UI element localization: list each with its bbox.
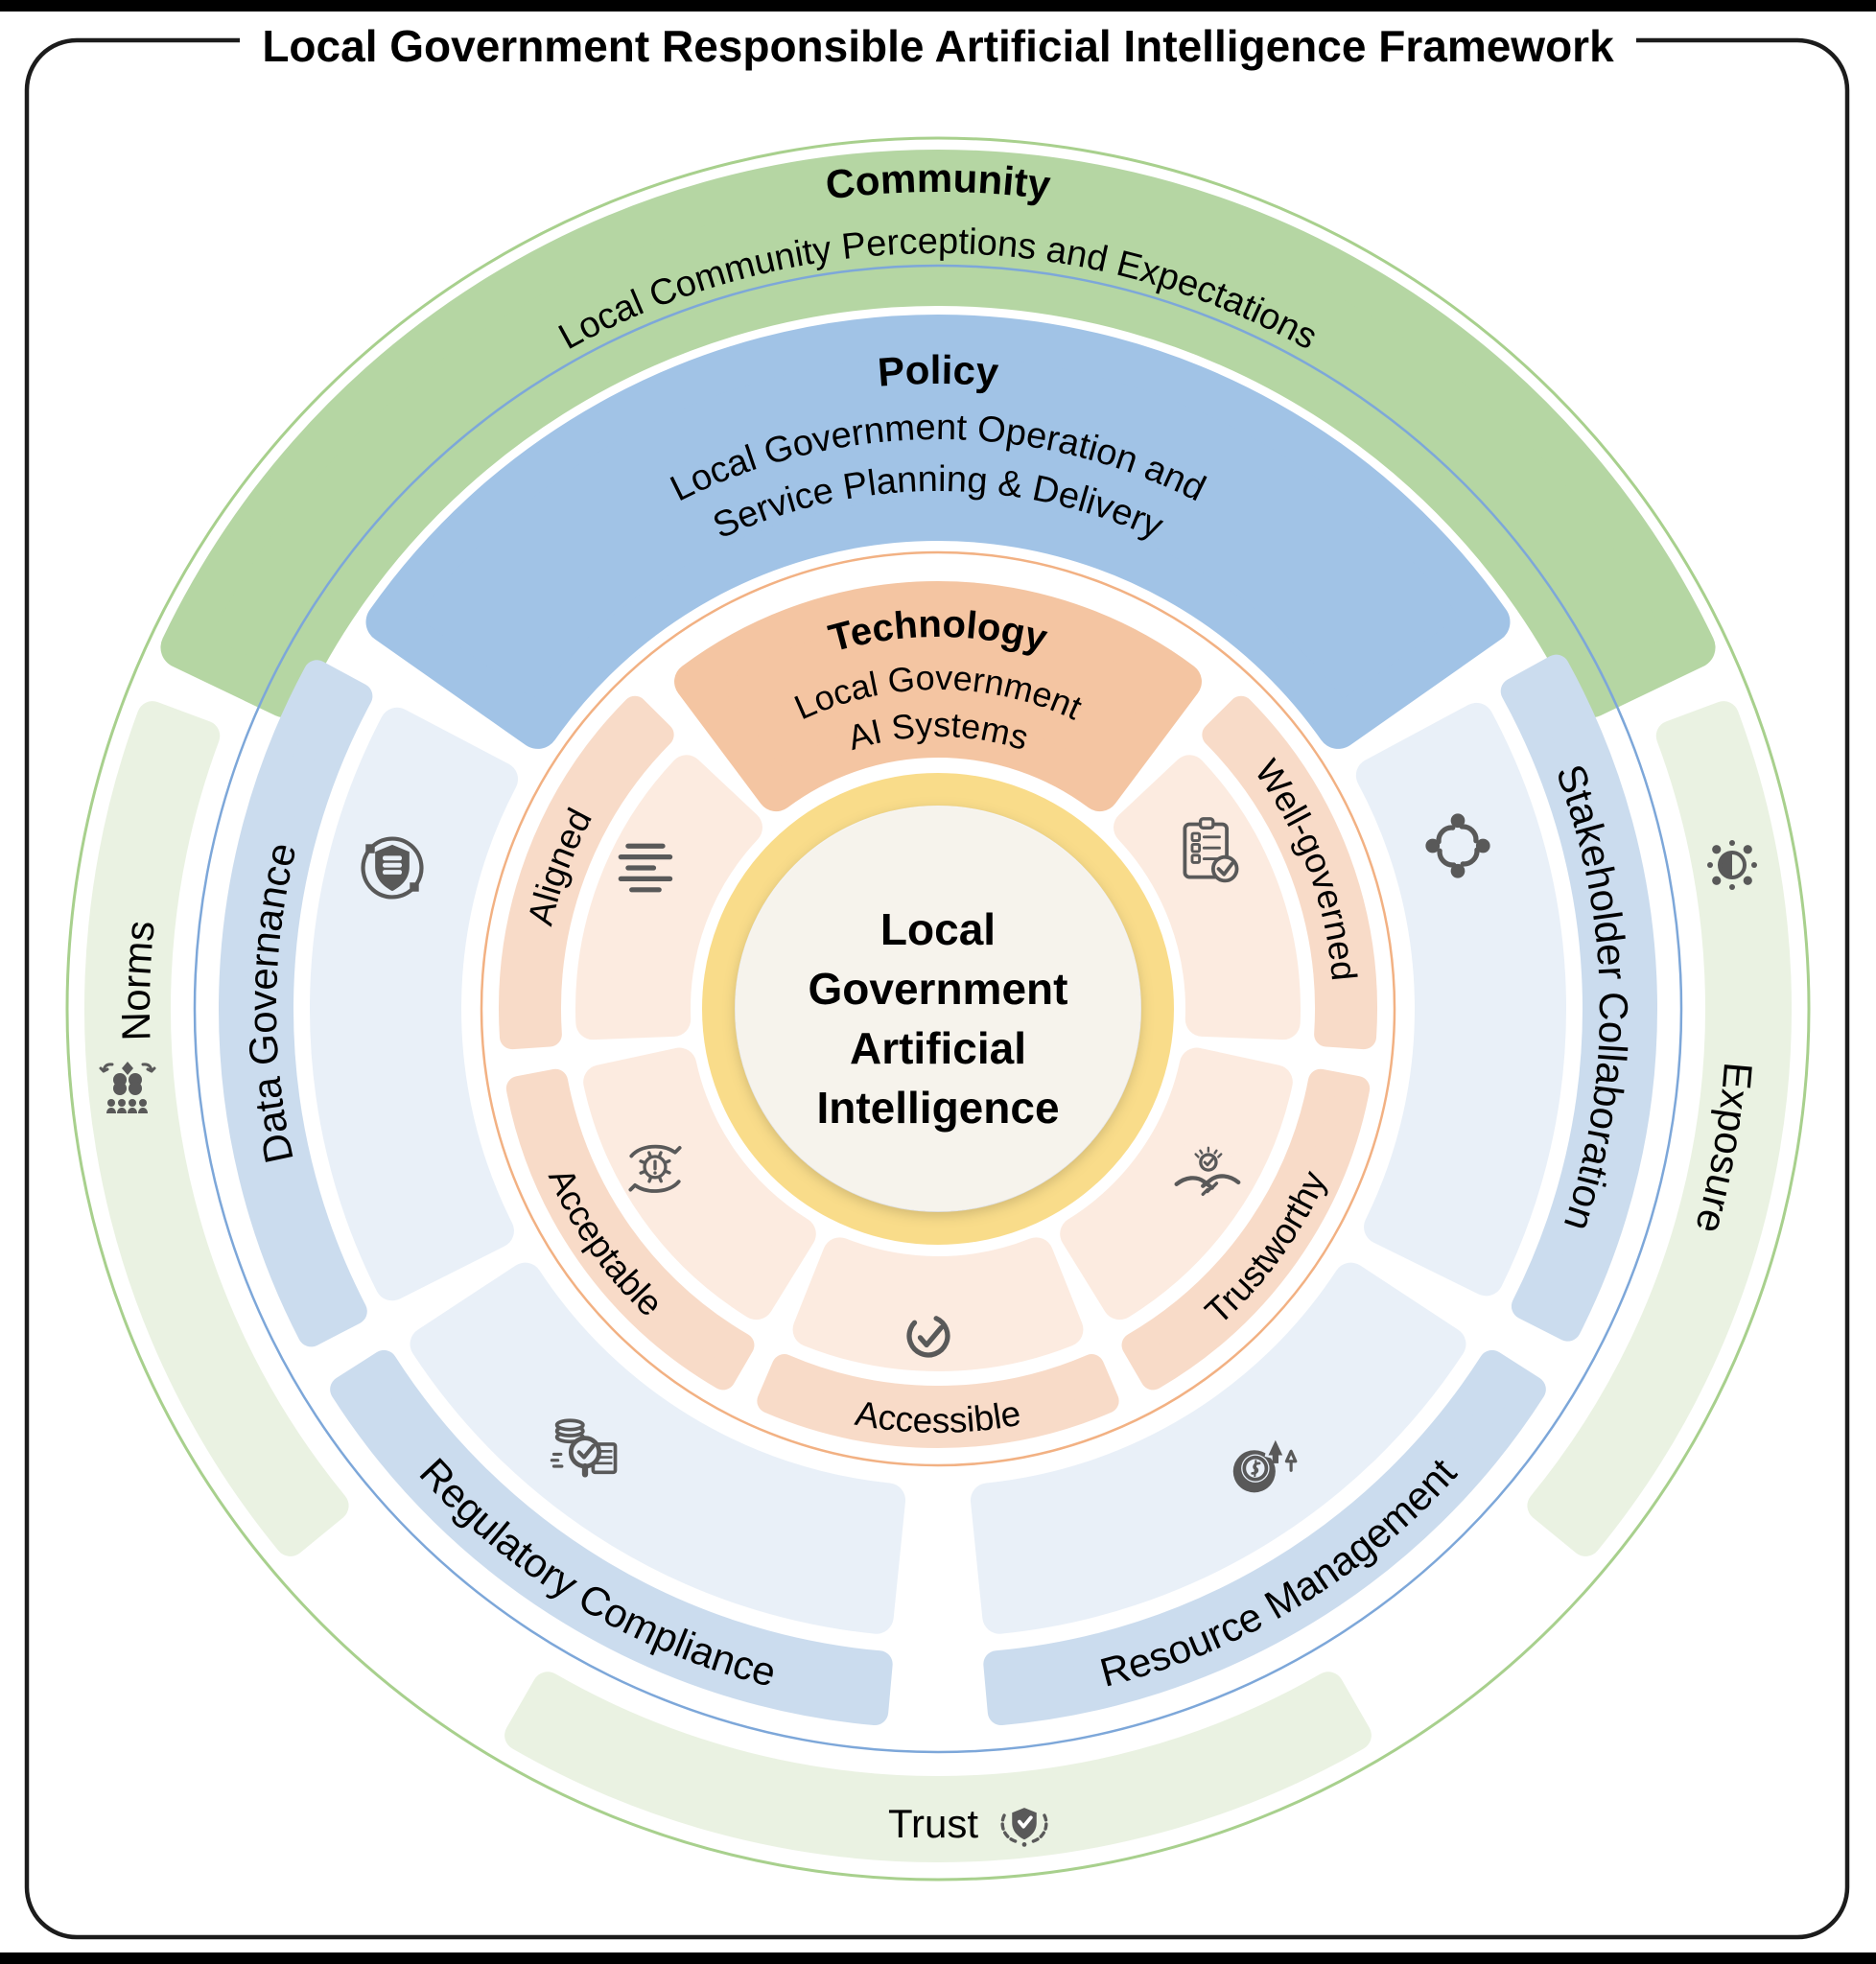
core-title-line: Artificial (850, 1023, 1026, 1073)
core-title-line: Intelligence (816, 1083, 1059, 1133)
stakeholder-collaboration-icon (1425, 813, 1490, 878)
aligned-icon-band (575, 755, 762, 1040)
norms-label: Norms (113, 919, 163, 1041)
core-circle (736, 807, 1140, 1211)
acceptable-icon (628, 1144, 682, 1193)
norms-icon (99, 1062, 156, 1113)
resource-management-icon-band (970, 1262, 1466, 1634)
outer-ring-outline (65, 136, 1811, 1882)
regulatory-compliance-icon (550, 1418, 618, 1478)
trustworthy-label-band (1121, 1068, 1371, 1391)
technology-header-arc (674, 581, 1202, 812)
accessible-icon (906, 1314, 950, 1358)
page-title: Local Government Responsible Artificial … (262, 21, 1614, 71)
accessible-icon-band (792, 1237, 1084, 1372)
aligned-icon (618, 843, 673, 893)
well-governed-label-band (1202, 695, 1377, 1050)
accessible-label-band (757, 1354, 1119, 1448)
top-border-bar (0, 0, 1876, 12)
core-title-line: Local (880, 904, 996, 954)
trust-icon (1000, 1808, 1048, 1847)
acceptable-icon-band (583, 1047, 816, 1321)
core-yellow-ring (702, 773, 1174, 1245)
bottom-border-bar (0, 1952, 1876, 1964)
resource-management-icon (1232, 1438, 1298, 1493)
well-governed-icon-band (1114, 755, 1301, 1040)
data-governance-icon-band (310, 707, 519, 1301)
trust-label: Trust (888, 1801, 978, 1846)
trust-segment-band (504, 1672, 1372, 1862)
resource-management-label-band (983, 1349, 1546, 1726)
stakeholder-collaboration-label-band (1500, 654, 1657, 1342)
inner-ring-outline (480, 550, 1396, 1467)
core-title-line: Government (809, 964, 1068, 1014)
community-title: Community (823, 155, 1053, 208)
aligned-label-band (499, 695, 674, 1050)
regulatory-compliance-label-band (330, 1349, 893, 1726)
middle-ring-outline (193, 264, 1683, 1754)
data-governance-icon (361, 836, 424, 900)
accessible-label: Accessible (853, 1393, 1024, 1440)
trustworthy-icon (1174, 1146, 1241, 1196)
regulatory-compliance-icon-band (410, 1262, 906, 1634)
well-governed-icon (1183, 817, 1239, 883)
title-backplate (240, 13, 1636, 77)
community-header-arc (160, 149, 1716, 718)
acceptable-label-band (505, 1068, 755, 1391)
policy-title: Policy (876, 347, 1000, 395)
exposure-segment-band (1527, 701, 1792, 1556)
policy-header-arc (365, 315, 1511, 749)
exposure-icon (1707, 840, 1757, 890)
norms-segment-band (84, 701, 349, 1556)
data-governance-label-band (219, 660, 373, 1347)
stakeholder-collaboration-icon-band (1355, 702, 1566, 1297)
